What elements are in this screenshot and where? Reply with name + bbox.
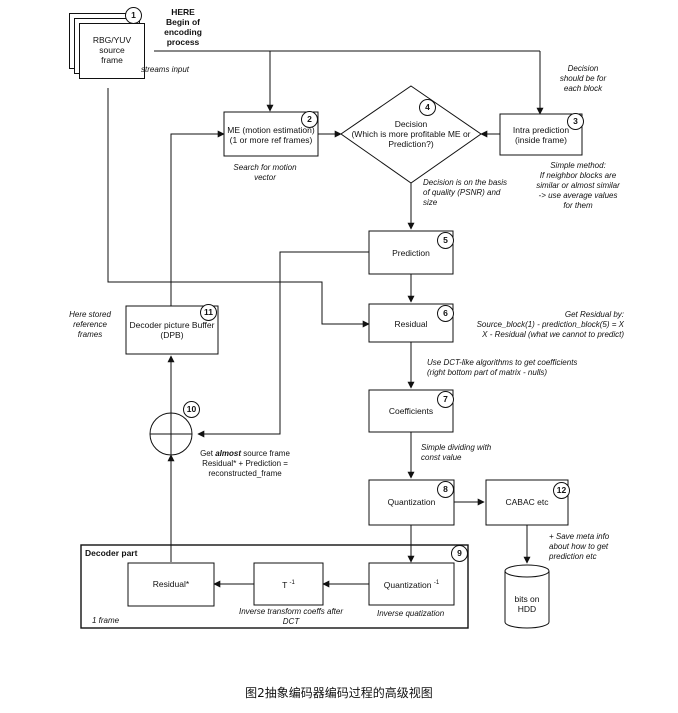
coefficients-label: Coefficients	[388, 406, 434, 416]
streams-input-note: streams input	[141, 65, 190, 74]
step-badge-4: 4	[419, 99, 436, 116]
coefficients-note: Use DCT-like algorithms to get coefficie…	[427, 358, 578, 377]
quantization-label: Quantization	[387, 497, 436, 507]
source-frame-stack-front	[79, 23, 145, 79]
step-badge-3: 3	[567, 113, 584, 130]
step-badge-6: 6	[437, 305, 454, 322]
step-badge-12: 12	[553, 482, 570, 499]
edge-dpb-to-me	[170, 130, 225, 306]
inv-transform-label: T -1	[282, 579, 295, 590]
residual-label: Residual	[394, 319, 428, 329]
step-badge-10: 10	[183, 401, 200, 418]
residual-star-label: Residual*	[152, 579, 190, 589]
decoder-part-title: Decoder part	[85, 548, 138, 558]
step-badge-1: 1	[125, 7, 142, 24]
edge-source-to-residual	[107, 88, 370, 328]
inv-quant-note: Inverse quatization	[377, 609, 445, 618]
residual-star-box	[127, 562, 215, 607]
cabac-label: CABAC etc	[505, 497, 549, 507]
inv-quant-label: Quantization -1	[383, 579, 440, 590]
prediction-label: Prediction	[392, 248, 430, 258]
edge-prediction-to-adder	[197, 251, 369, 438]
adder-circle-icon	[149, 412, 193, 456]
me-label: ME (motion estimation)(1 or more ref fra…	[227, 125, 315, 145]
step-badge-8: 8	[437, 481, 454, 498]
step-badge-2: 2	[301, 111, 318, 128]
adder-note: Get almost source frame Residual* + Pred…	[200, 449, 290, 478]
figure-caption: 图2抽象编码器编码过程的高级视图	[245, 686, 433, 700]
decoder-frame-note: 1 frame	[92, 616, 120, 625]
decoder-part-frame	[80, 544, 469, 629]
decision-diamond	[340, 85, 482, 184]
step-badge-11: 11	[200, 304, 217, 321]
step-badge-7: 7	[437, 391, 454, 408]
step-badge-9: 9	[451, 545, 468, 562]
residual-note: Get Residual by:Source_block(1) - predic…	[476, 310, 624, 339]
intra-label: Intra prediction(inside frame)	[512, 125, 570, 145]
storage-cylinder-icon	[504, 564, 550, 629]
inv-transform-box	[253, 562, 324, 606]
step-badge-5: 5	[437, 232, 454, 249]
dpb-label: Decoder picture Buffer(DPB)	[129, 320, 215, 340]
inv-quant-box	[368, 562, 455, 606]
